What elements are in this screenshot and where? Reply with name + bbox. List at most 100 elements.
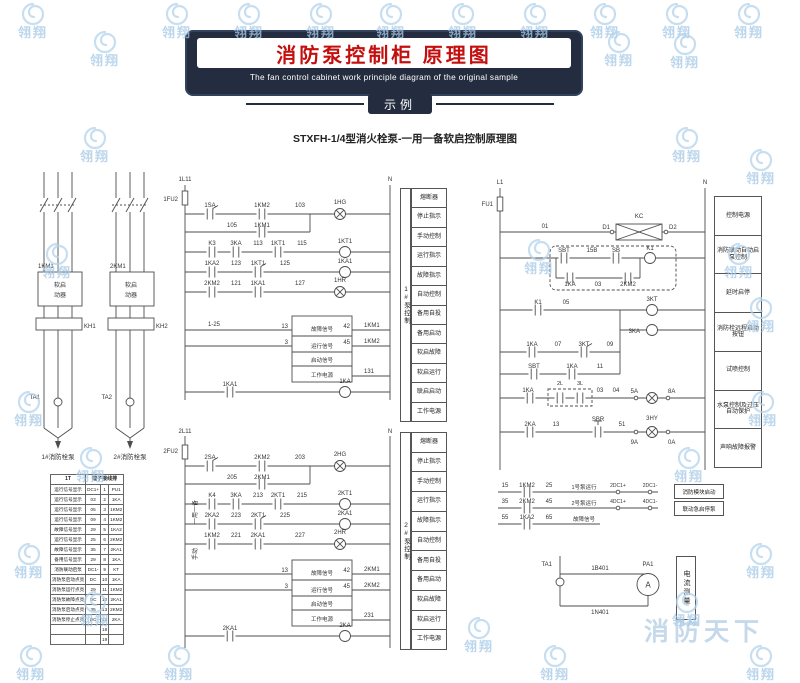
schematic-label: 4DC1- <box>643 499 658 505</box>
table-cell <box>49 634 87 645</box>
schematic-label: 3KT <box>646 297 657 303</box>
schematic-label: 3HY <box>646 416 658 422</box>
schematic-label: 51 <box>619 422 626 428</box>
table-cell: DC <box>85 574 102 585</box>
schematic-label: 1KA1 <box>251 281 266 287</box>
table-cell <box>85 624 102 635</box>
schematic-label: 2号泵运行 <box>571 499 597 507</box>
schematic-label: 1KM2 <box>519 483 535 489</box>
schematic-label: 运行信号 <box>311 586 334 594</box>
schematic-label: 1KA1 <box>338 259 353 265</box>
schematic-label: 3KA <box>230 493 241 499</box>
function-label: 控制电源 <box>715 197 761 236</box>
brand-watermark: 消防天下 <box>644 618 765 646</box>
schematic-label: 25 <box>546 483 553 489</box>
table-cell: DC <box>85 614 102 625</box>
header-title-panel: 消防泵控制柜 原理图 <box>197 38 571 68</box>
power-circuit-pump1 <box>35 172 83 449</box>
schematic-label: KC <box>635 214 644 220</box>
table-cell: 运行信号显示 <box>49 484 87 495</box>
schematic-label: 203 <box>295 455 306 461</box>
function-label-column-2: 熔断器停止指示手动控制运行指示故障指示自动控制备用自投备用启动软启故障软启运行工… <box>411 432 447 650</box>
table-row: 19 <box>49 634 125 645</box>
schematic-label: TA2 <box>101 395 112 401</box>
table-row: 18 <box>49 624 125 635</box>
schematic-label: 121 <box>231 281 242 287</box>
function-label: 水泵控制及过压自动保护 <box>715 391 761 430</box>
control-ladder-1 <box>181 185 391 400</box>
schematic-label: 2KM1 <box>364 567 380 573</box>
table-cell: 6 <box>100 534 110 545</box>
schematic-label: 2KM1 <box>254 475 270 481</box>
function-label: 自动控制 <box>412 532 446 552</box>
function-label: 试喷控制 <box>715 352 761 391</box>
schematic-label: 1KM2 <box>364 339 380 345</box>
schematic-label: 手动 <box>191 548 199 560</box>
schematic-label: 45 <box>343 584 350 590</box>
schematic-label: 软启 <box>54 281 66 289</box>
function-label: 自动控制 <box>412 286 446 306</box>
schematic-label: 113 <box>253 241 263 247</box>
function-label: 软启运行 <box>412 364 446 384</box>
function-label: 延时启停 <box>715 274 761 314</box>
function-label: 消防联动自动启泵控制 <box>715 236 761 275</box>
schematic-label: 2KA <box>524 422 535 428</box>
schematic-label: 3 <box>285 340 289 346</box>
function-label: 备用自投 <box>412 551 446 572</box>
schematic-label: 45 <box>343 340 350 346</box>
schematic-label: 9A <box>631 440 638 446</box>
schematic-label: 127 <box>295 281 306 287</box>
schematic-label: 04 <box>613 388 620 394</box>
schematic-label: 1KA2 <box>520 515 535 521</box>
schematic-label: 13 <box>553 422 560 428</box>
schematic-label: 05 <box>563 300 570 306</box>
table-cell: 12 <box>100 594 110 605</box>
schematic-label: 运行信号 <box>311 342 334 350</box>
table-cell <box>85 634 102 645</box>
function-label: 备用启动 <box>412 571 446 591</box>
schematic-label: TA1 <box>29 395 40 401</box>
table-cell: 1KM2 <box>108 514 125 525</box>
schematic-label: 35 <box>502 499 509 505</box>
schematic-label: FU1 <box>482 202 494 208</box>
schematic-label: 1N401 <box>591 610 609 616</box>
table-cell: 29 <box>85 524 102 535</box>
schematic-label: 115 <box>297 241 307 247</box>
schematic-label: K1 <box>534 300 542 306</box>
table-cell: 消防联动启泵 <box>49 564 87 575</box>
schematic-label: 1KT1 <box>271 241 286 247</box>
function-label: 熔断器 <box>412 189 446 209</box>
schematic-label: N <box>388 177 392 183</box>
table-cell: 故障信号显示 <box>49 544 87 555</box>
badge-line-right <box>436 103 554 105</box>
schematic-label: 2KA <box>339 623 350 629</box>
table-cell: 09 <box>85 514 102 525</box>
schematic-label: 2KT1 <box>338 491 353 497</box>
table-header-cell: 1T <box>49 474 87 485</box>
schematic-label: 2KT1 <box>271 493 286 499</box>
header-banner: 消防泵控制柜 原理图 The fan control cabinet work … <box>185 30 583 96</box>
schematic-label: SBR <box>592 417 605 423</box>
schematic-label: 3L <box>577 381 583 387</box>
schematic-label: 03 <box>595 282 602 288</box>
schematic-label: 213 <box>253 493 264 499</box>
schematic-label: L1 <box>497 180 504 186</box>
function-label: 联启启动 <box>412 383 446 403</box>
table-cell: KT <box>108 564 125 575</box>
function-label: 软启故障 <box>412 344 446 364</box>
table-cell: 1 <box>100 484 110 495</box>
function-label-column-1: 熔断器停止指示手动控制运行指示故障指示自动控制备用自投备用启动软启故障软启运行联… <box>411 188 447 422</box>
schematic-label: 动器 <box>125 292 137 299</box>
schematic-label: TA1 <box>541 562 552 568</box>
schematic-label: 07 <box>555 342 562 348</box>
schematic-label: 55 <box>502 515 509 521</box>
